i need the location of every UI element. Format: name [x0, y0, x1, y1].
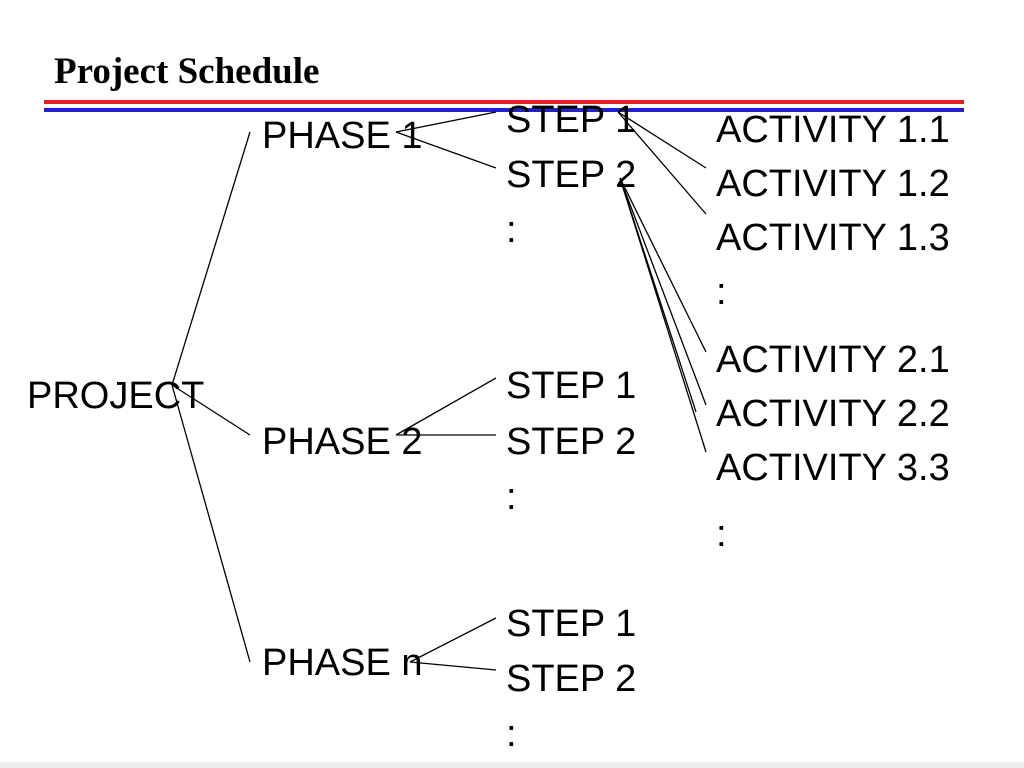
node-phase2-step-2: STEP 2 [506, 421, 637, 463]
node-phase-1: PHASE 1 [262, 115, 423, 157]
link-p1s2-activity-2 [619, 177, 707, 406]
node-phase-2: PHASE 2 [262, 421, 423, 463]
node-activity-3-3: ACTIVITY 3.3 [716, 447, 950, 489]
link-project-phase-2 [171, 384, 251, 436]
link-phase2-step1 [395, 377, 497, 436]
title-rule-blue [44, 108, 964, 112]
node-phase-n: PHASE n [262, 642, 423, 684]
title-rule-red [44, 100, 964, 104]
link-phase1-step2 [395, 131, 497, 169]
link-p1s2-activity-1 [619, 177, 707, 353]
link-phasen-step2 [409, 661, 497, 671]
link-p1s1-activity-2 [617, 111, 707, 215]
node-phasen-step-1: STEP 1 [506, 603, 637, 645]
node-activity-1-2: ACTIVITY 1.2 [716, 163, 950, 205]
node-more-activities-1: : [716, 271, 727, 313]
node-phase1-more-steps: : [506, 209, 517, 251]
node-activity-1-3: ACTIVITY 1.3 [716, 217, 950, 259]
node-phasen-step-2: STEP 2 [506, 658, 637, 700]
node-phase1-step-2: STEP 2 [506, 154, 637, 196]
node-activity-1-1: ACTIVITY 1.1 [716, 109, 950, 151]
node-phase2-more-steps: : [506, 476, 517, 518]
node-phase2-step-1: STEP 1 [506, 365, 637, 407]
node-phasen-more-steps: : [506, 713, 517, 755]
node-phase1-step-1: STEP 1 [506, 99, 637, 141]
node-project: PROJECT [27, 375, 205, 417]
slide-title: Project Schedule [54, 51, 320, 92]
link-project-phase-n [171, 384, 251, 663]
link-p1s2-activity-4 [619, 177, 697, 413]
link-project-phase-1 [171, 131, 251, 386]
node-more-activities-2: : [716, 513, 727, 555]
node-activity-2-1: ACTIVITY 2.1 [716, 339, 950, 381]
slide-bottom-strip [0, 762, 1024, 768]
node-activity-2-2: ACTIVITY 2.2 [716, 393, 950, 435]
link-p1s1-activity-1 [617, 111, 707, 169]
link-phasen-step1 [409, 617, 497, 663]
link-phase1-step1 [395, 111, 497, 133]
